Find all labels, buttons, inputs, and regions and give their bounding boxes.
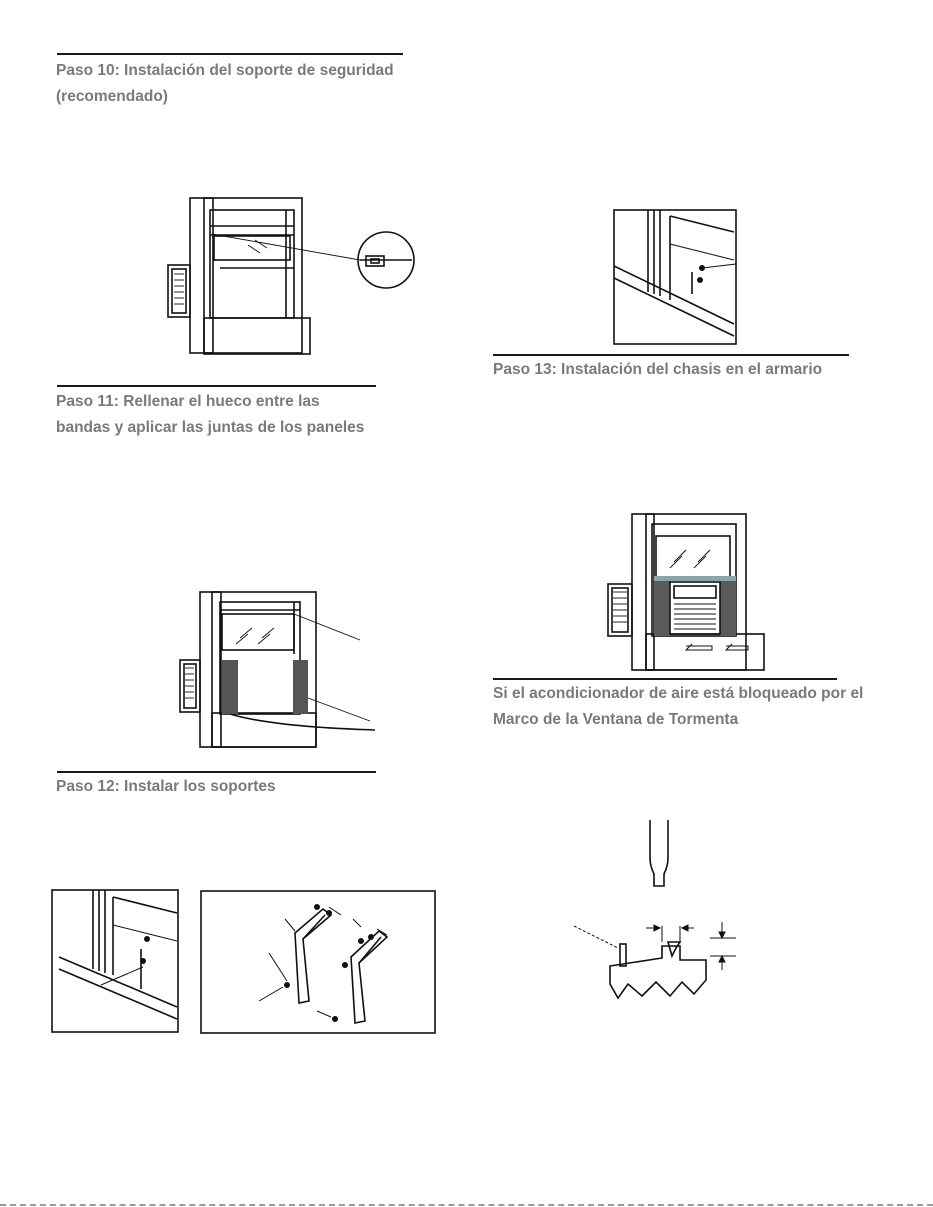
page-bottom-border xyxy=(0,1204,933,1206)
step11-heading: Paso 11: Rellenar el hueco entre las ban… xyxy=(56,389,364,441)
step13-heading-line1: Paso 13: Instalación del chasis en el ar… xyxy=(493,357,822,383)
step13-top-figure xyxy=(612,208,742,348)
step10-heading-line2: (recomendado) xyxy=(56,84,394,110)
step10-rule xyxy=(57,53,403,55)
step12-figure-left xyxy=(51,889,181,1035)
storm-heading-line1: Si el acondicionador de aire está bloque… xyxy=(493,681,863,707)
storm-figure xyxy=(570,818,750,1004)
step13-heading: Paso 13: Instalación del chasis en el ar… xyxy=(493,357,822,383)
step11-rule xyxy=(57,385,376,387)
storm-heading: Si el acondicionador de aire está bloque… xyxy=(493,681,863,733)
step12-heading-line1: Paso 12: Instalar los soportes xyxy=(56,774,276,800)
step10-figure xyxy=(160,190,420,360)
storm-rule xyxy=(493,678,837,680)
step10-heading: Paso 10: Instalación del soporte de segu… xyxy=(56,58,394,110)
step12-heading: Paso 12: Instalar los soportes xyxy=(56,774,276,800)
step12-rule xyxy=(57,771,376,773)
step11-figure xyxy=(170,588,380,753)
storm-heading-line2: Marco de la Ventana de Tormenta xyxy=(493,707,863,733)
step11-heading-line1: Paso 11: Rellenar el hueco entre las xyxy=(56,389,364,415)
step12-figure-right xyxy=(199,889,437,1035)
step11-heading-line2: bandas y aplicar las juntas de los panel… xyxy=(56,415,364,441)
step10-heading-line1: Paso 10: Instalación del soporte de segu… xyxy=(56,58,394,84)
step13-figure xyxy=(600,510,780,675)
step13-rule xyxy=(493,354,849,356)
